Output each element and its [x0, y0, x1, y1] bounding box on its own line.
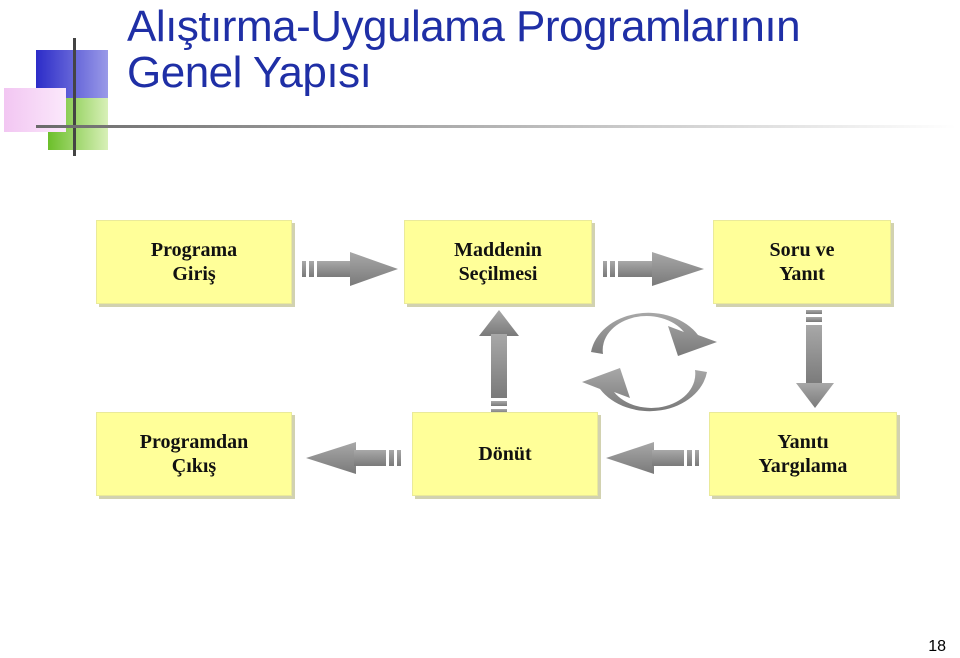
- box-label: Dönüt: [478, 443, 532, 465]
- title-decoration: [4, 38, 956, 156]
- arrow-right-2: [603, 252, 704, 286]
- box-label: Maddenin Seçilmesi: [454, 239, 542, 285]
- slide-title-line-2: Genel Yapısı: [127, 48, 372, 97]
- deco-pink-square: [4, 88, 66, 132]
- box-programa-giris: Programa Giriş: [96, 220, 292, 304]
- box-programdan-cikis: Programdan Çıkış: [96, 412, 292, 496]
- arrow-left-1: [606, 442, 699, 474]
- box-maddenin-secilmesi: Maddenin Seçilmesi: [404, 220, 592, 304]
- page-number: 18: [928, 638, 946, 655]
- arrow-up-1: [479, 310, 519, 413]
- slide-title-line-1: Alıştırma-Uygulama Programlarının: [127, 2, 801, 51]
- box-label: Soru ve Yanıt: [769, 239, 835, 285]
- deco-horizontal-line: [36, 125, 956, 128]
- slide-title: Alıştırma-Uygulama Programlarının Genel …: [127, 4, 947, 96]
- box-label: Programdan Çıkış: [139, 431, 249, 477]
- deco-vertical-line: [73, 38, 76, 156]
- box-label: Yanıtı Yargılama: [758, 431, 848, 477]
- arrow-right-1: [302, 252, 398, 286]
- box-yaniti-yargilama: Yanıtı Yargılama: [709, 412, 897, 496]
- box-donut: Dönüt: [412, 412, 598, 496]
- arrow-down-1: [796, 310, 834, 408]
- box-soru-ve-yanit: Soru ve Yanıt: [713, 220, 891, 304]
- arrow-left-2: [306, 442, 401, 474]
- box-label: Programa Giriş: [150, 239, 238, 285]
- cycle-icon: [582, 312, 717, 412]
